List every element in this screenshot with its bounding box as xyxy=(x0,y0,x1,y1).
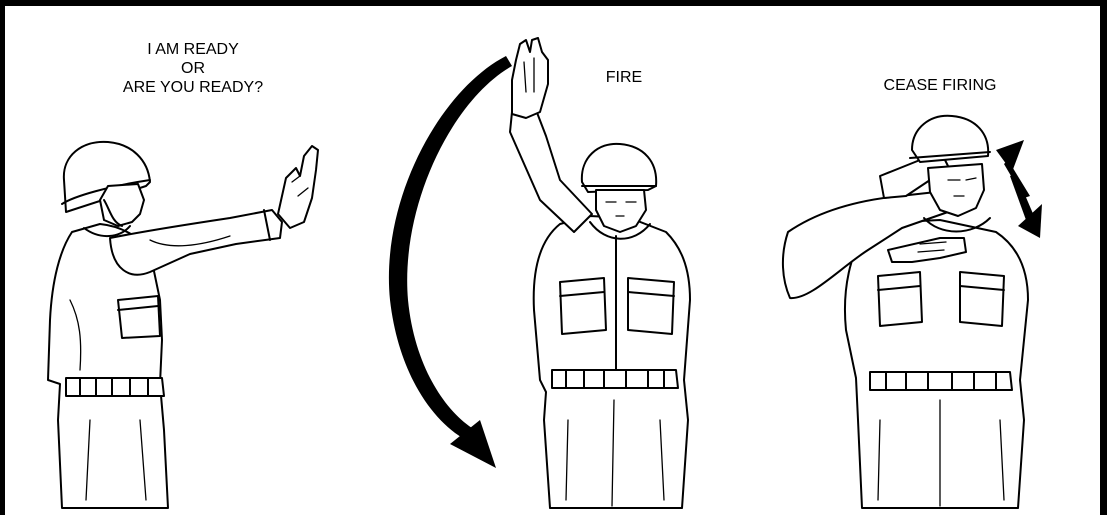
soldier-ready-figure xyxy=(48,142,318,508)
double-headed-arrow-icon xyxy=(996,140,1042,238)
soldier-fire-figure xyxy=(510,38,690,508)
downward-curved-arrow-icon xyxy=(389,56,512,468)
soldier-cease-figure xyxy=(783,116,1028,508)
